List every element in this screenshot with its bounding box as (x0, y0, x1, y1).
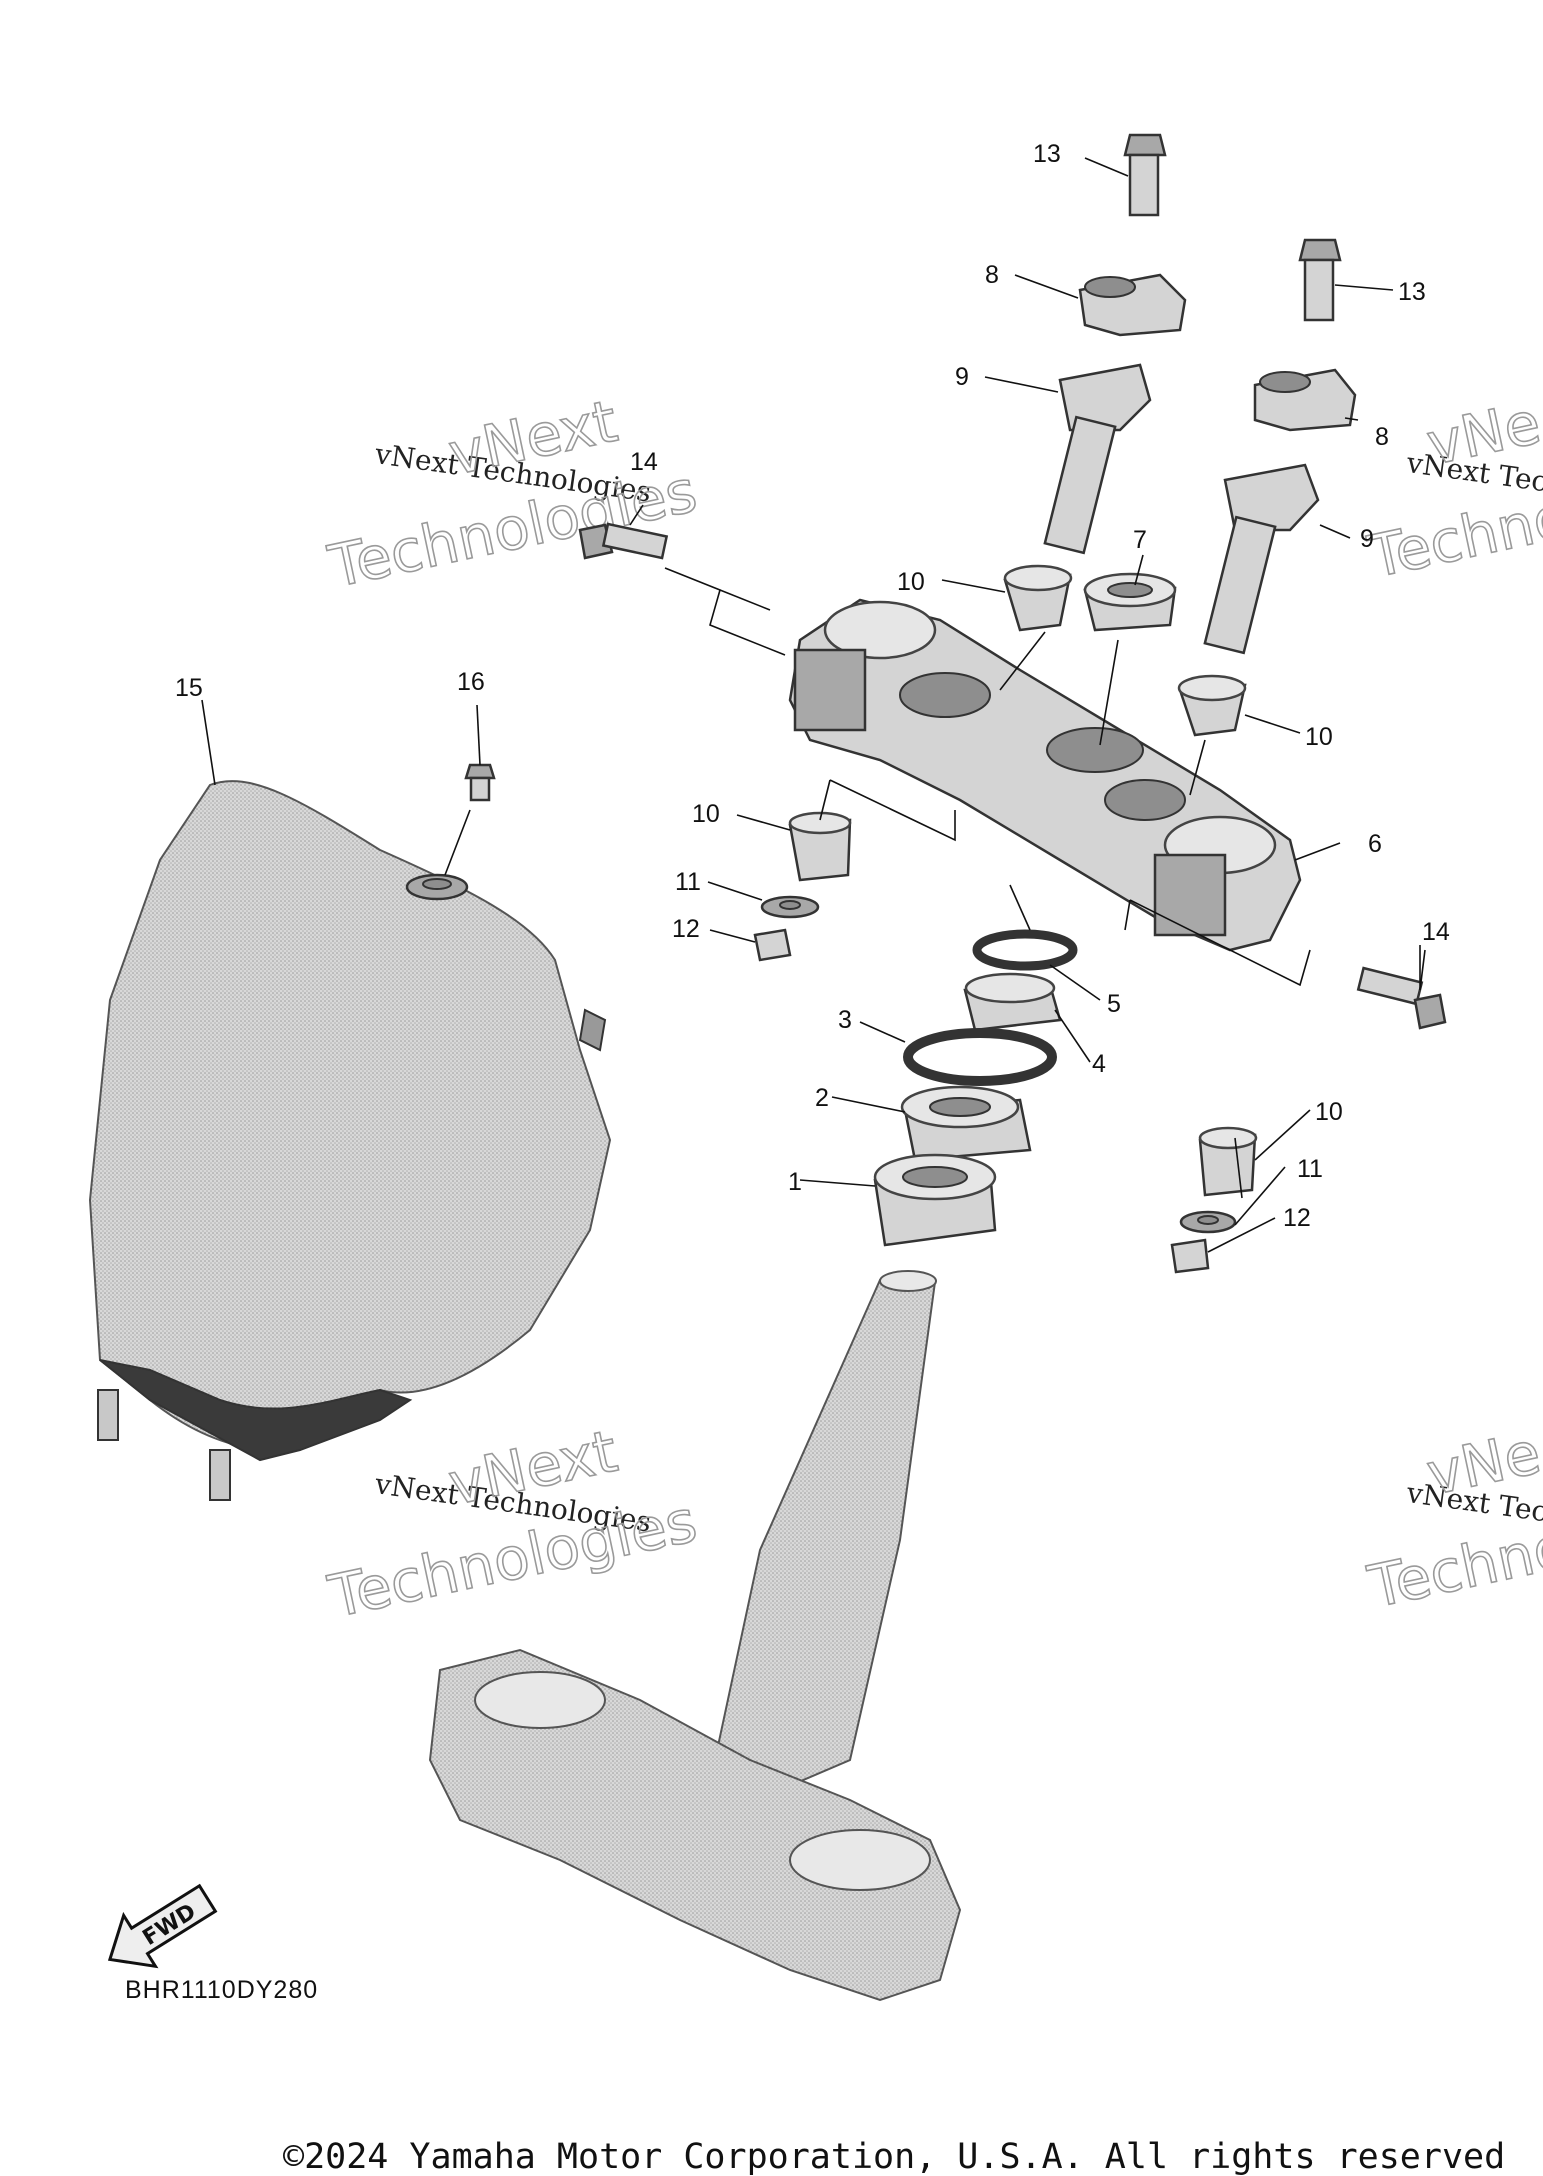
svg-text:Techno: Techno (1362, 483, 1543, 592)
callout-9-left: 9 (955, 363, 969, 391)
number-plate (88, 780, 612, 1501)
callout-2: 2 (815, 1084, 829, 1112)
upper-clamp-8-left (1078, 273, 1187, 337)
bolt-14-left (578, 522, 669, 560)
bearing-1 (873, 1153, 997, 1247)
washer-11-left (760, 895, 820, 919)
spacer-7 (1083, 572, 1177, 632)
diagram-code: BHR1110DY280 (125, 1976, 318, 2004)
callout-13-right: 13 (1398, 278, 1426, 306)
callout-7: 7 (1133, 526, 1147, 554)
callout-14-left: 14 (630, 448, 658, 476)
bearing-2 (900, 1085, 1032, 1162)
callout-12-left: 12 (672, 915, 700, 943)
callout-10-lower-right: 10 (1315, 1098, 1343, 1126)
fwd-arrow-icon: FWD (107, 1883, 218, 1969)
damper-10-lower-right (1198, 1126, 1258, 1197)
washer-11-right (1179, 1210, 1237, 1234)
nut-12-left (753, 928, 792, 962)
callout-10-top-left: 10 (897, 568, 925, 596)
leader-lines (201, 157, 1426, 1253)
callout-10-lower-left: 10 (692, 800, 720, 828)
callout-11-left: 11 (675, 868, 701, 896)
upper-clamp-8-right (1253, 368, 1357, 432)
callout-5: 5 (1107, 990, 1121, 1018)
nut-4 (963, 972, 1062, 1032)
callout-6: 6 (1368, 830, 1382, 858)
callout-13-left: 13 (1033, 140, 1061, 168)
washer-5 (972, 929, 1078, 971)
callout-8-right: 8 (1375, 423, 1389, 451)
bolt-13-left (1123, 133, 1167, 217)
callout-15: 15 (175, 674, 203, 702)
holder-9-left (1043, 363, 1152, 555)
callout-16: 16 (457, 668, 485, 696)
bolt-14-right (1356, 966, 1447, 1030)
svg-text:Techno: Techno (1362, 1513, 1543, 1622)
under-bracket (428, 1270, 962, 2002)
nut-12-right (1170, 1238, 1210, 1274)
damper-10-top-left (1003, 564, 1073, 632)
damper-10-top-right (1177, 674, 1247, 737)
callout-14-right: 14 (1422, 918, 1450, 946)
callout-8-left: 8 (985, 261, 999, 289)
plate-grommet (405, 873, 469, 901)
damper-10-lower-left (788, 811, 852, 882)
bolt-16 (464, 763, 496, 802)
copyright-notice: ©2024 Yamaha Motor Corporation, U.S.A. A… (283, 2137, 1505, 2176)
callout-11-right: 11 (1297, 1155, 1323, 1183)
callout-1: 1 (788, 1168, 802, 1196)
callout-10-top-right: 10 (1305, 723, 1333, 751)
callout-3: 3 (838, 1006, 852, 1034)
seal-3 (903, 1028, 1057, 1086)
callout-4: 4 (1092, 1050, 1106, 1078)
callout-9-right: 9 (1360, 525, 1374, 553)
holder-9-right (1203, 463, 1320, 655)
callout-12-right: 12 (1283, 1204, 1311, 1232)
upper-bracket (788, 598, 1302, 952)
bolt-13-right (1298, 238, 1342, 322)
